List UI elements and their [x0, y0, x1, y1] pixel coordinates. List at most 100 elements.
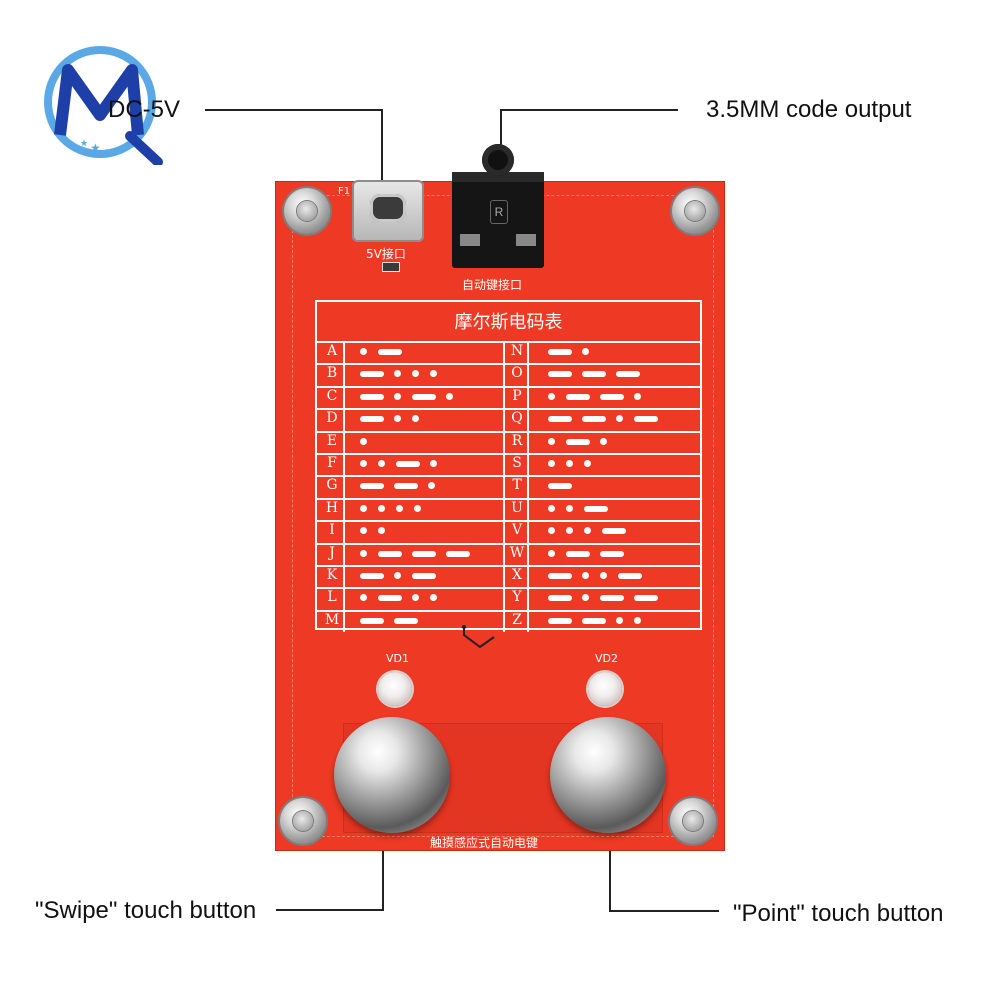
morse-dot	[548, 392, 555, 400]
morse-dash	[618, 573, 642, 579]
morse-dash	[360, 617, 384, 624]
morse-letter: A	[326, 343, 338, 359]
morse-dash	[412, 393, 436, 400]
morse-dot	[412, 594, 419, 602]
morse-dash	[548, 416, 572, 423]
morse-dash	[582, 617, 606, 624]
auto-key-port-label: 自动键接口	[462, 278, 523, 292]
morse-dash	[566, 550, 590, 557]
morse-letter: C	[326, 387, 338, 404]
table-row	[315, 542, 702, 565]
f1-label: F1	[338, 186, 351, 197]
morse-dash	[582, 416, 606, 423]
vd2-label: VD2	[595, 652, 618, 665]
table-row	[315, 609, 702, 632]
swipe-leader-v	[382, 800, 384, 911]
morse-dash	[396, 461, 420, 467]
morse-dot	[414, 504, 421, 512]
morse-dash	[548, 371, 572, 378]
morse-letter: X	[512, 567, 522, 583]
morse-dash	[378, 595, 402, 602]
morse-dot	[566, 460, 573, 467]
morse-letter: D	[326, 410, 338, 427]
svg-text:★: ★	[80, 138, 88, 148]
table-row	[315, 520, 702, 542]
morse-dash	[360, 483, 384, 490]
point-callout-label: "Point" touch button	[733, 900, 944, 927]
morse-dot	[548, 549, 555, 557]
morse-dot	[428, 482, 435, 490]
morse-dash	[600, 595, 624, 602]
morse-dot	[634, 616, 641, 624]
morse-dash	[394, 483, 418, 490]
morse-dot	[394, 415, 401, 423]
table-divider	[343, 341, 345, 633]
morse-letter: T	[512, 477, 522, 494]
vd1-label: VD1	[386, 652, 409, 665]
morse-dot	[584, 527, 591, 535]
table-row	[315, 430, 702, 453]
morse-dot	[600, 437, 607, 445]
audio-jack-35mm[interactable]: R	[452, 144, 544, 268]
morse-dot	[360, 504, 367, 512]
morse-dot	[582, 594, 589, 602]
morse-letter: M	[324, 611, 340, 628]
morse-letter: S	[512, 455, 522, 471]
point-touch-button[interactable]	[550, 717, 666, 833]
table-row	[315, 587, 702, 609]
morse-dash	[412, 573, 436, 579]
morse-dot	[394, 572, 401, 579]
corner-screw-top-right	[672, 188, 718, 234]
morse-dot	[360, 348, 367, 355]
morse-dot	[412, 370, 419, 378]
morse-dot	[412, 415, 419, 423]
morse-dot	[430, 460, 437, 467]
morse-dot	[548, 527, 555, 535]
morse-letter: K	[326, 567, 338, 583]
morse-dash	[360, 573, 384, 579]
usb-c-port[interactable]	[352, 180, 424, 242]
morse-dot	[396, 504, 403, 512]
morse-letter: W	[509, 544, 525, 561]
morse-dash	[548, 349, 572, 355]
table-row	[315, 565, 702, 587]
morse-letter: Y	[512, 589, 522, 606]
point-leader-v	[609, 800, 611, 912]
dc-callout-label: DC-5V	[108, 96, 181, 123]
morse-dot	[430, 594, 437, 602]
morse-letter: B	[326, 365, 338, 382]
morse-dot	[582, 572, 589, 579]
swipe-touch-button[interactable]	[334, 717, 450, 833]
table-row	[315, 497, 702, 520]
table-row	[315, 408, 702, 430]
corner-screw-top-left	[284, 188, 330, 234]
morse-dash	[378, 349, 402, 355]
morse-dot	[378, 460, 385, 467]
morse-dot	[378, 527, 385, 535]
morse-letter: V	[511, 522, 523, 539]
dc-leader-h	[205, 109, 383, 111]
port-label: 5V接口	[366, 247, 406, 261]
table-row	[315, 363, 702, 385]
table-divider	[527, 341, 529, 633]
morse-dot	[378, 504, 385, 512]
morse-letter: I	[329, 522, 335, 539]
morse-letter: E	[326, 432, 338, 449]
morse-dot	[566, 504, 573, 512]
jack-callout-label: 3.5MM code output	[706, 96, 912, 123]
morse-letter: L	[327, 589, 337, 606]
table-row	[315, 385, 702, 408]
morse-dash	[616, 371, 640, 378]
table-row	[315, 341, 702, 363]
svg-text:★: ★	[90, 141, 101, 155]
morse-dash	[634, 416, 658, 423]
morse-dash	[360, 371, 384, 378]
morse-letter: Q	[511, 410, 523, 427]
led-vd2	[588, 672, 622, 706]
jack-leader-h	[500, 109, 678, 111]
table-title: 摩尔斯电码表	[454, 312, 563, 333]
morse-letter: F	[327, 455, 337, 471]
swipe-leader-h	[276, 909, 384, 911]
morse-dash	[584, 505, 608, 512]
morse-dot	[360, 549, 367, 557]
